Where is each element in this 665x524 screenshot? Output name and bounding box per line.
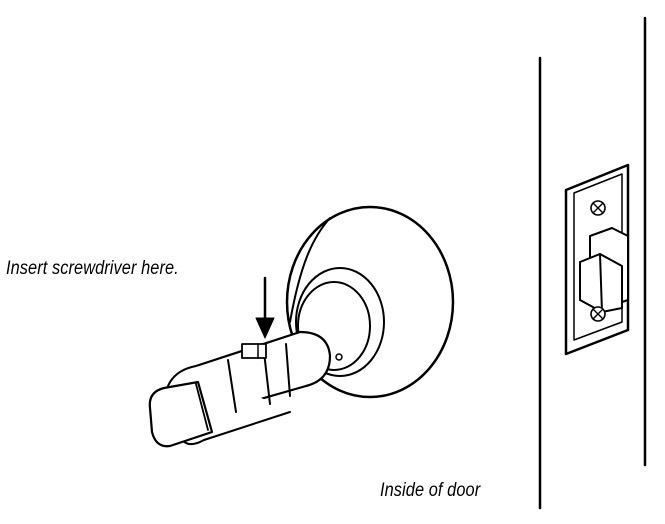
strike-screw-bottom [590, 306, 606, 322]
lock-turn-piece [148, 380, 214, 448]
screwdriver-arrow [255, 276, 275, 339]
strike-plate [564, 163, 630, 356]
screwdriver-callout-label: Insert screwdriver here. [6, 258, 179, 279]
strike-screw-top [590, 200, 606, 216]
inside-of-door-label: Inside of door [380, 480, 481, 501]
